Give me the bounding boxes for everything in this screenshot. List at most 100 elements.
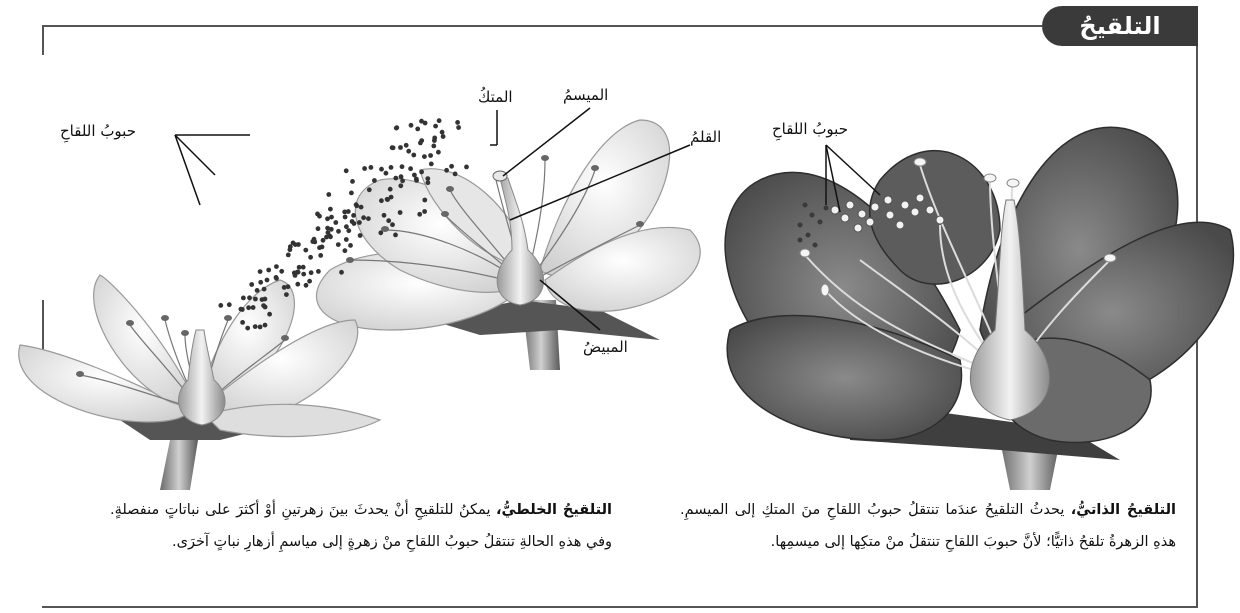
- pollen-grain: [336, 242, 341, 247]
- pollen-grain: [316, 226, 321, 231]
- pollen-grain: [247, 295, 252, 300]
- pollen-grain: [336, 229, 341, 234]
- pollen-grain: [385, 197, 390, 202]
- pollen-grain: [441, 134, 446, 139]
- pollen-grain: [369, 165, 374, 170]
- pollen-grain: [241, 296, 246, 301]
- pollen-grain: [429, 162, 434, 167]
- style-label: القلمُ: [690, 128, 721, 146]
- pollen-grain: [406, 149, 411, 154]
- pollen-grain: [255, 288, 260, 293]
- pollen-grain: [449, 164, 454, 169]
- pollen-grain: [328, 207, 333, 212]
- pollen-grain: [343, 215, 348, 220]
- pollen-grain: [409, 123, 414, 128]
- pollen-grain: [361, 215, 366, 220]
- pollen-grain: [379, 167, 384, 172]
- ovary-label: المبيضُ: [583, 338, 628, 356]
- pollen-grain: [366, 216, 371, 221]
- pollen-grain: [425, 176, 430, 181]
- pollen-grain: [404, 143, 409, 148]
- pollen-grain: [384, 171, 389, 176]
- pollen-grain: [444, 168, 449, 173]
- cross-pollination-caption-title: التلقيحُ الخلطيُّ،: [496, 502, 612, 518]
- pollen-grain: [324, 235, 329, 240]
- pollen-grain: [317, 214, 322, 219]
- pollen-grain: [382, 213, 387, 218]
- pollen-grain: [310, 239, 315, 244]
- pollen-grain: [419, 138, 424, 143]
- pollen-grain: [414, 177, 419, 182]
- pollen-grain: [266, 268, 271, 273]
- pollen-grain: [393, 176, 398, 181]
- pollen-grain: [301, 272, 306, 277]
- pollen-grain: [329, 215, 334, 220]
- middle-flower: [317, 120, 701, 370]
- pollen-grain: [325, 226, 330, 231]
- pollen-grain: [326, 192, 331, 197]
- pollen-grain: [386, 218, 391, 223]
- pollen-grain: [354, 202, 359, 207]
- pollen-grain: [422, 209, 427, 214]
- pollen-grain: [426, 180, 431, 185]
- pollen-grain: [456, 125, 461, 130]
- pollen-grain: [464, 165, 469, 170]
- pollen-grain: [262, 287, 267, 292]
- pollen-grain: [261, 303, 266, 308]
- pollen-grain: [422, 198, 427, 203]
- pollen-grain: [379, 198, 384, 203]
- pollen-grain: [293, 242, 298, 247]
- anther-label: المتكُ: [478, 88, 513, 106]
- pollen-grain: [344, 224, 349, 229]
- self-pollination-caption: التلقيحُ الذاتيُّ، يحدثُ التلقيحُ عندَما…: [680, 494, 1176, 558]
- pollen-grain: [342, 210, 347, 215]
- self-pollen-label: حبوبُ اللقاحِ: [772, 120, 848, 138]
- pollen-grain: [348, 243, 353, 248]
- pollen-grain: [279, 269, 284, 274]
- pollen-grain: [304, 283, 309, 288]
- pollen-grain: [296, 270, 301, 275]
- pollen-grain: [227, 302, 232, 307]
- pollen-grain: [398, 183, 403, 188]
- pollen-grain: [393, 233, 398, 238]
- pollen-grain: [258, 280, 263, 285]
- pollen-grain: [267, 312, 272, 317]
- pollen-grain: [351, 213, 356, 218]
- pollen-grain: [453, 172, 458, 177]
- pollen-grain: [308, 255, 313, 260]
- pollen-grain: [344, 168, 349, 173]
- pollen-grain: [265, 278, 270, 283]
- pollen-grain: [394, 125, 399, 130]
- pollen-grain: [343, 248, 348, 253]
- pollen-grain: [422, 154, 427, 159]
- pollen-grain: [419, 119, 424, 124]
- pollen-grain: [432, 138, 437, 143]
- pollen-grain: [286, 284, 291, 289]
- pollen-grain: [352, 221, 357, 226]
- pollen-grain: [455, 120, 460, 125]
- pollen-grain: [318, 253, 323, 258]
- self-pollination-caption-title: التلقيحُ الذاتيُّ،: [1071, 502, 1176, 518]
- cross-pollen-label: حبوبُ اللقاحِ: [60, 122, 136, 140]
- pollen-grain: [309, 270, 314, 275]
- pollen-grain: [350, 179, 355, 184]
- pollen-grain: [431, 144, 436, 149]
- pollen-grain: [245, 326, 250, 331]
- pollen-grain: [284, 292, 289, 297]
- pollen-grain: [303, 248, 308, 253]
- pollen-grain: [286, 253, 291, 258]
- pollen-grain: [417, 212, 422, 217]
- pollen-grain: [440, 130, 445, 135]
- pollen-grain: [437, 118, 442, 123]
- pollen-grain: [295, 282, 300, 287]
- pollen-grain: [297, 265, 302, 270]
- pollen-grain: [249, 282, 254, 287]
- pollen-grain: [317, 245, 322, 250]
- pollen-grain: [367, 187, 372, 192]
- pollen-grain: [258, 269, 263, 274]
- pollen-grain: [428, 153, 433, 158]
- pollen-grain: [415, 126, 420, 131]
- pollen-grain: [389, 165, 394, 170]
- pollen-grain: [388, 187, 393, 192]
- pollen-grain: [398, 145, 403, 150]
